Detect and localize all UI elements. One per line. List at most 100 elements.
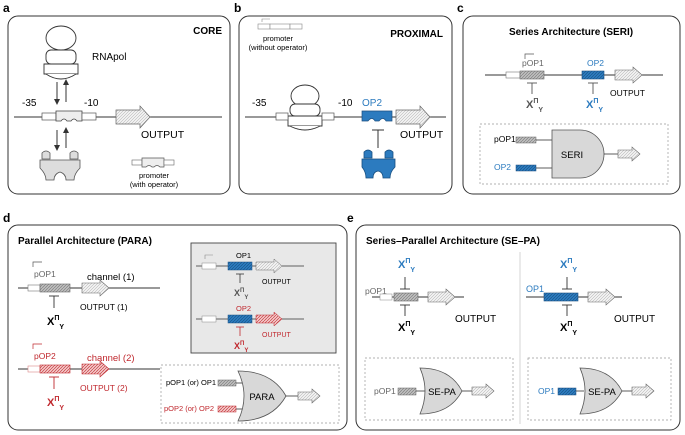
- panel-c: c Series Architecture (SERI) pOP1 OP2 OU…: [457, 1, 681, 195]
- minus10-label: -10: [84, 98, 99, 109]
- output-label: OUTPUT: [400, 129, 444, 141]
- output-label: OUTPUT: [141, 129, 185, 141]
- output-gene-arrow: [614, 66, 643, 84]
- output-label: OUTPUT: [614, 314, 655, 325]
- promoter-without-operator-icon: [257, 18, 303, 30]
- x-left: XΠY: [526, 98, 543, 114]
- minus35-label: -35: [252, 98, 267, 109]
- spacer-box: [27, 284, 41, 292]
- output-label: OUTPUT: [610, 88, 645, 98]
- gate-box-left: [364, 357, 514, 421]
- and-gate: [551, 129, 605, 179]
- repression-bars: [527, 82, 598, 94]
- rnapol-label: RNApol: [92, 52, 126, 63]
- promoter-with-operator: [41, 110, 97, 122]
- op1-label: OP1: [526, 284, 544, 294]
- legend-line1: promoter: [263, 34, 294, 43]
- inset-x2: XΠY: [234, 341, 248, 354]
- op2-operator: [39, 364, 71, 374]
- panel-title: Series–Parallel Architecture (SE–PA): [366, 236, 540, 247]
- equilibrium-arrows-bottom: [54, 127, 69, 151]
- panel-d: d Parallel Architecture (PARA) pOP1 chan…: [3, 211, 348, 431]
- panel-border: [7, 15, 231, 195]
- gate-in2-part: [217, 405, 237, 413]
- gate-in2-label: pOP2 (or) OP2: [164, 404, 214, 413]
- gate-output-arrow: [297, 388, 321, 404]
- panel-letter: b: [234, 1, 241, 15]
- op2-operator: [361, 110, 393, 122]
- minus10-label: -10: [338, 98, 353, 109]
- panel-title: Parallel Architecture (PARA): [18, 236, 152, 247]
- repressor-icon: [361, 149, 396, 179]
- gate-in1-part: [515, 136, 537, 144]
- pop1-label: pOP1: [522, 58, 544, 68]
- gate-in1-label: pOP1: [494, 134, 516, 144]
- output1-gene-arrow: [81, 279, 110, 297]
- rnapol-icon: [43, 25, 79, 80]
- op2-operator: [581, 70, 605, 80]
- gate-label: PARA: [249, 392, 275, 403]
- spacer-box-red: [27, 365, 41, 373]
- gate-in1-part: [217, 379, 237, 387]
- repression-bottom-left: [400, 304, 410, 316]
- inset-x1: XΠY: [234, 288, 248, 301]
- legend-line1: promoter: [139, 171, 170, 180]
- output-gene-arrow: [395, 105, 431, 129]
- repression-top-right: [562, 277, 572, 290]
- x-right: XΠY: [586, 98, 603, 114]
- op-operator: [393, 292, 419, 302]
- inset-op2-operator: [227, 314, 253, 324]
- promoter-legend-icon: [131, 157, 175, 168]
- panel-letter: a: [3, 1, 10, 15]
- output-label: OUTPUT: [455, 314, 496, 325]
- legend-line2: (with operator): [130, 180, 179, 189]
- op1-operator: [39, 283, 71, 293]
- gate-in2-label: OP2: [494, 162, 511, 172]
- inset-spacer-2: [201, 315, 217, 323]
- gate-box: [479, 123, 669, 185]
- panel-border: [7, 224, 348, 431]
- panel-title: PROXIMAL: [390, 29, 443, 40]
- gate-in-label: OP1: [538, 386, 555, 396]
- legend-line2: (without operator): [249, 43, 308, 52]
- gate-shape-right: [579, 367, 623, 415]
- spacer-box: [505, 71, 521, 79]
- gate-in-part: [557, 387, 577, 396]
- gate-box-right: [527, 357, 672, 421]
- gate-output-arrow: [617, 146, 641, 162]
- tss-arrow: [32, 261, 42, 267]
- minus35-label: -35: [22, 98, 37, 109]
- x-top-left: XΠY: [398, 258, 415, 274]
- repression-bar: [372, 129, 384, 148]
- rnapol-icon: [287, 84, 323, 131]
- equilibrium-arrows-top: [54, 79, 69, 105]
- gate-label: SERI: [561, 150, 583, 161]
- inset-spacer-1: [201, 262, 217, 270]
- x-ch2: XΠY: [47, 396, 64, 412]
- repression-top-left: [400, 277, 410, 290]
- tss-arrow: [524, 53, 534, 59]
- inset-bar-2: [236, 326, 244, 336]
- inset-box: [190, 242, 337, 354]
- inset-output: OUTPUT: [262, 279, 292, 286]
- panel-title: Series Architecture (SERI): [509, 27, 633, 38]
- repression-bar-2: [49, 376, 59, 389]
- panel-letter: d: [3, 211, 10, 225]
- gate-label: SE-PA: [428, 387, 456, 398]
- panel-e: e Series–Parallel Architecture (SE–PA) X…: [347, 211, 681, 431]
- panel-b: b PROXIMAL promoter (without operator) -…: [234, 1, 453, 195]
- gate-in-part: [397, 387, 417, 396]
- channel2-label: channel (2): [87, 353, 135, 364]
- x-ch1: XΠY: [47, 315, 64, 331]
- inset-op2: OP2: [236, 304, 251, 313]
- output-gene-arrow: [587, 288, 616, 306]
- repression-bottom-right: [562, 304, 572, 316]
- pop1-label: pOP1: [34, 269, 56, 279]
- inset-output2: OUTPUT: [262, 332, 292, 339]
- inset-output2-arrow: [255, 311, 283, 327]
- tss-arrow-red: [32, 343, 42, 349]
- panel-letter: c: [457, 1, 464, 15]
- x-top-right: XΠY: [560, 258, 577, 274]
- pop2-label: pOP2: [34, 351, 56, 361]
- or-gate: [237, 370, 287, 422]
